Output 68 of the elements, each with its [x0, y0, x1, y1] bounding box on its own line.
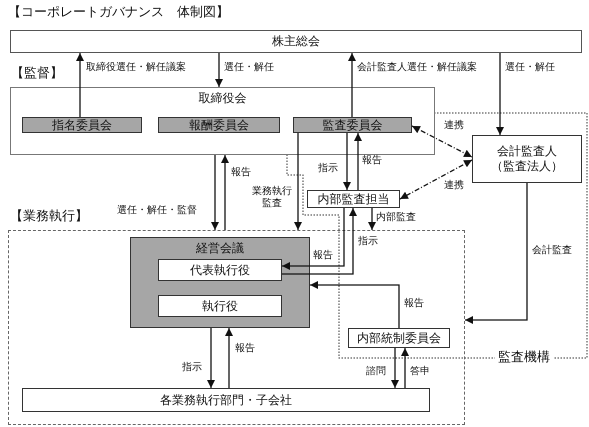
arrow — [294, 133, 302, 230]
edge-label: 連携 — [444, 120, 464, 132]
edge-label: 報告 — [313, 250, 333, 262]
arrow — [391, 348, 399, 388]
box-title: 取締役会 — [198, 91, 248, 106]
box-label: 代表執行役 — [190, 262, 250, 278]
arrow — [496, 53, 504, 135]
arrow — [401, 348, 409, 388]
committee-box — [22, 117, 142, 133]
arrow — [343, 133, 351, 190]
executive-box — [158, 259, 282, 281]
arrow — [225, 328, 233, 388]
edge-label: 業務執行監査 — [250, 186, 294, 210]
section-label: 監査機構 — [495, 350, 553, 366]
edge-label: 選任・解任・監督 — [117, 205, 197, 217]
edge-label: 会計監査 — [532, 245, 572, 257]
edge-label: 報告 — [231, 167, 251, 179]
edge-label: 諮問 — [366, 366, 386, 378]
edge-label: 会計監査人選任・解任議案 — [357, 62, 477, 74]
board-box — [10, 87, 435, 155]
box-label: 指名委員会 — [52, 118, 112, 132]
edge-label: 選任・解任 — [224, 62, 274, 74]
box-label: 会計監査人 — [497, 144, 557, 159]
box-label: 監査委員会 — [322, 118, 382, 132]
arrow — [310, 281, 400, 328]
arrow — [412, 125, 472, 158]
edge-label: 答申 — [410, 366, 430, 378]
internal-audit-box — [307, 190, 400, 208]
edge-label: 連携 — [444, 180, 464, 192]
edge-label: 指示 — [318, 163, 338, 175]
committee-box — [158, 117, 280, 133]
arrow — [400, 159, 472, 200]
edge-label: 報告 — [362, 155, 382, 167]
executive-box — [158, 295, 282, 317]
control-committee-box — [348, 328, 450, 348]
edge-label: 指示 — [358, 236, 378, 248]
box-label: 内部統制委員会 — [357, 330, 441, 346]
arrow — [348, 53, 356, 117]
shareholders-box — [10, 30, 582, 53]
arrow — [465, 183, 528, 324]
arrow — [207, 328, 215, 388]
arrow — [354, 133, 362, 190]
edge-label: 選任・解任 — [505, 62, 555, 74]
arrow — [221, 155, 229, 230]
arrow — [211, 155, 219, 230]
edge-label: 報告 — [404, 298, 424, 310]
box-label: 株主総会 — [272, 34, 320, 49]
edge-label: 内部監査 — [376, 212, 416, 224]
auditor-box — [472, 135, 582, 183]
edge-label: 取締役選任・解任議案 — [86, 62, 186, 74]
edge-label: 指示 — [182, 362, 202, 374]
arrow — [215, 53, 223, 87]
arrow — [282, 208, 357, 275]
box-label: 報酬委員会 — [189, 118, 249, 132]
arrow — [76, 53, 84, 117]
arrow — [368, 208, 376, 230]
management-box — [130, 237, 310, 328]
box-label: 執行役 — [202, 298, 238, 314]
box-label: 各業務執行部門・子会社 — [160, 392, 292, 408]
box-title: 経営会議 — [195, 241, 245, 256]
arrow — [282, 208, 345, 270]
box-label: （監査法人） — [491, 159, 563, 174]
committee-box — [293, 117, 412, 133]
edge-label: 報告 — [235, 343, 255, 355]
diagram-title: 【コーポレートガバナンス 体制図】 — [8, 4, 229, 22]
division-box — [22, 388, 430, 412]
region-heading: 【業務執行】 — [10, 208, 88, 226]
box-label: 内部監査担当 — [318, 192, 390, 206]
